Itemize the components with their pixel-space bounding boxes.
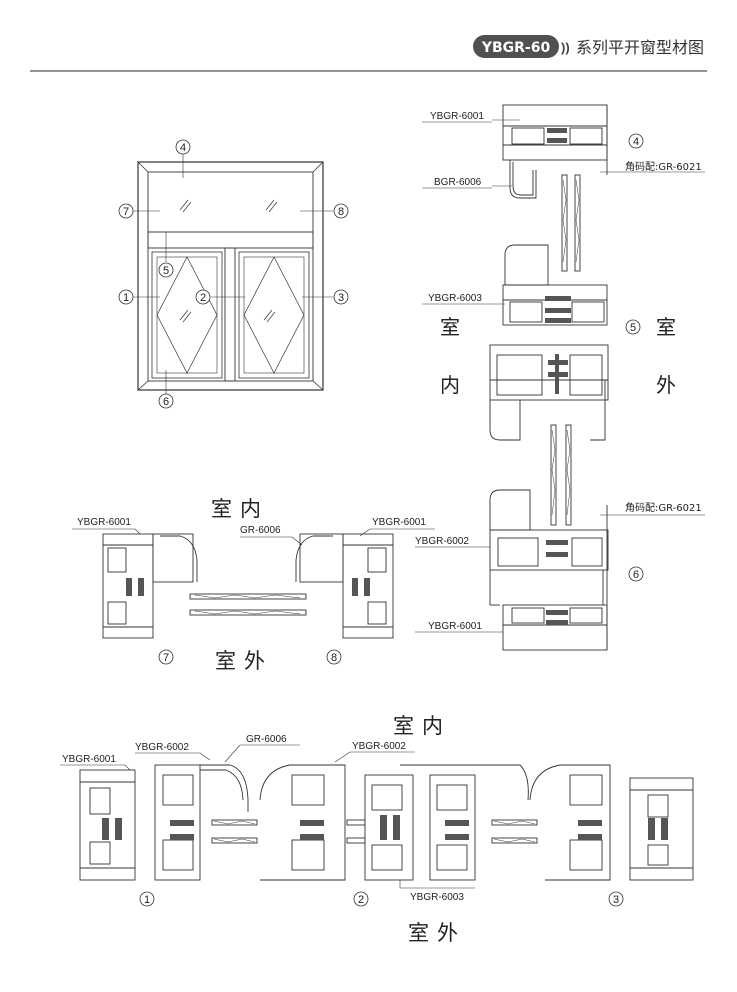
side-section-gaskets: [126, 578, 370, 596]
profile-transom: [502, 284, 608, 326]
vertical-section-labels: YBGR-6001 BGR-6006 YBGR-6003 YBGR-6002 Y…: [415, 111, 702, 632]
part-label-transom: YBGR-6003: [428, 293, 482, 304]
profile-sash-upper: [489, 344, 609, 401]
side-callout-7: 7: [163, 652, 169, 664]
bottom-bead-left: [200, 764, 249, 812]
bottom-sash-mid-left: [259, 764, 346, 881]
centre-mullion: [224, 247, 236, 382]
bottom-callout-2: 2: [358, 894, 364, 906]
callout-4: 4: [180, 142, 186, 154]
left-sash: [151, 251, 223, 379]
side-left-bead: [152, 533, 194, 583]
bottom-callout-1: 1: [144, 894, 150, 906]
corner-note-upper: 角码配:GR-6021: [625, 161, 702, 173]
callout-2: 2: [200, 292, 206, 304]
transom-mullion: [147, 231, 314, 249]
bottom-sash-left: [154, 764, 201, 881]
bottom-label-sash-right: YBGR-6002: [352, 741, 406, 752]
callout-7: 7: [123, 206, 129, 218]
part-label-bead: BGR-6006: [434, 177, 482, 188]
profile-transom-bead: [504, 244, 549, 286]
series-badge-text: YBGR-60: [481, 40, 551, 56]
side-label-right-frame: YBGR-6001: [372, 517, 426, 528]
header-title: 系列平开窗型材图: [576, 38, 704, 57]
window-elevation: [133, 154, 333, 394]
vertical-section-gaskets: [545, 128, 571, 625]
bottom-frame-right: [629, 777, 694, 881]
side-indoor-label: 室内: [211, 497, 269, 521]
bottom-mullion: [364, 774, 414, 881]
bottom-frame-left: [79, 769, 136, 881]
bottom-indoor-label: 室内: [393, 714, 451, 738]
right-sash-opening-mark: [243, 256, 305, 374]
side-glass-b: [189, 609, 307, 616]
side-left-frame: [102, 533, 154, 639]
bottom-outdoor-label: 室外: [408, 921, 466, 945]
vs-indoor-char-1: 室: [440, 316, 460, 339]
vs-indoor-char-2: 内: [440, 374, 460, 397]
vs-outdoor-char-1: 室: [656, 316, 676, 339]
glass-lower-pane-a: [550, 424, 557, 526]
side-outdoor-label: 室外: [215, 649, 273, 673]
callout-5: 5: [163, 265, 169, 277]
side-label-left-frame: YBGR-6001: [77, 517, 131, 528]
side-right-bead: [299, 533, 344, 583]
window-inner-frame: [147, 171, 314, 382]
part-label-top-frame: YBGR-6001: [430, 111, 484, 122]
bottom-sash-right: [529, 764, 611, 881]
profile-sash-nose: [489, 400, 521, 441]
bottom-label-frame: YBGR-6001: [62, 754, 116, 765]
bottom-section: [60, 744, 694, 889]
side-section: [72, 528, 435, 639]
side-label-bead: GR-6006: [240, 525, 281, 536]
vertical-section: [415, 104, 705, 651]
side-right-frame: [342, 533, 394, 639]
window-outer-frame: [137, 161, 324, 391]
vs-callout-4: 4: [633, 136, 639, 148]
glass-upper-pane-a: [561, 174, 568, 272]
part-label-lower-sash: YBGR-6002: [415, 536, 469, 547]
side-callout-8: 8: [331, 652, 337, 664]
series-badge: [473, 35, 559, 58]
bottom-callout-3: 3: [613, 894, 619, 906]
callout-6: 6: [163, 396, 169, 408]
part-label-bottom-frame: YBGR-6001: [428, 621, 482, 632]
header-chevrons: )): [561, 40, 570, 55]
side-section-labels: YBGR-6001 GR-6006 YBGR-6001 室内 室外 7 8: [77, 497, 426, 673]
glass-upper-pane-b: [574, 174, 581, 272]
bottom-label-mullion: YBGR-6003: [410, 892, 464, 903]
bottom-section-labels: YBGR-6001 YBGR-6002 GR-6006 YBGR-6002 YB…: [62, 714, 624, 945]
bottom-sash-mid-right: [400, 764, 529, 801]
vs-outdoor-char-2: 外: [656, 374, 676, 397]
right-sash: [238, 251, 310, 379]
profile-lower-bead: [489, 489, 531, 531]
elevation-callouts: 4 7 8 5 1 2 3 6: [118, 139, 349, 409]
header: YBGR-60 )) 系列平开窗型材图: [30, 35, 707, 72]
vs-callout-5: 5: [630, 322, 636, 334]
glass-lower-pane-b: [565, 424, 572, 526]
corner-note-lower: 角码配:GR-6021: [625, 502, 702, 514]
bottom-label-sash-left: YBGR-6002: [135, 742, 189, 753]
callout-8: 8: [338, 206, 344, 218]
callout-1: 1: [123, 292, 129, 304]
vs-callout-6: 6: [633, 569, 639, 581]
profile-lower-sash: [489, 529, 609, 571]
bottom-section-gaskets: [102, 815, 668, 840]
bottom-label-bead: GR-6006: [246, 734, 287, 745]
callout-3: 3: [338, 292, 344, 304]
side-glass-a: [189, 593, 307, 600]
